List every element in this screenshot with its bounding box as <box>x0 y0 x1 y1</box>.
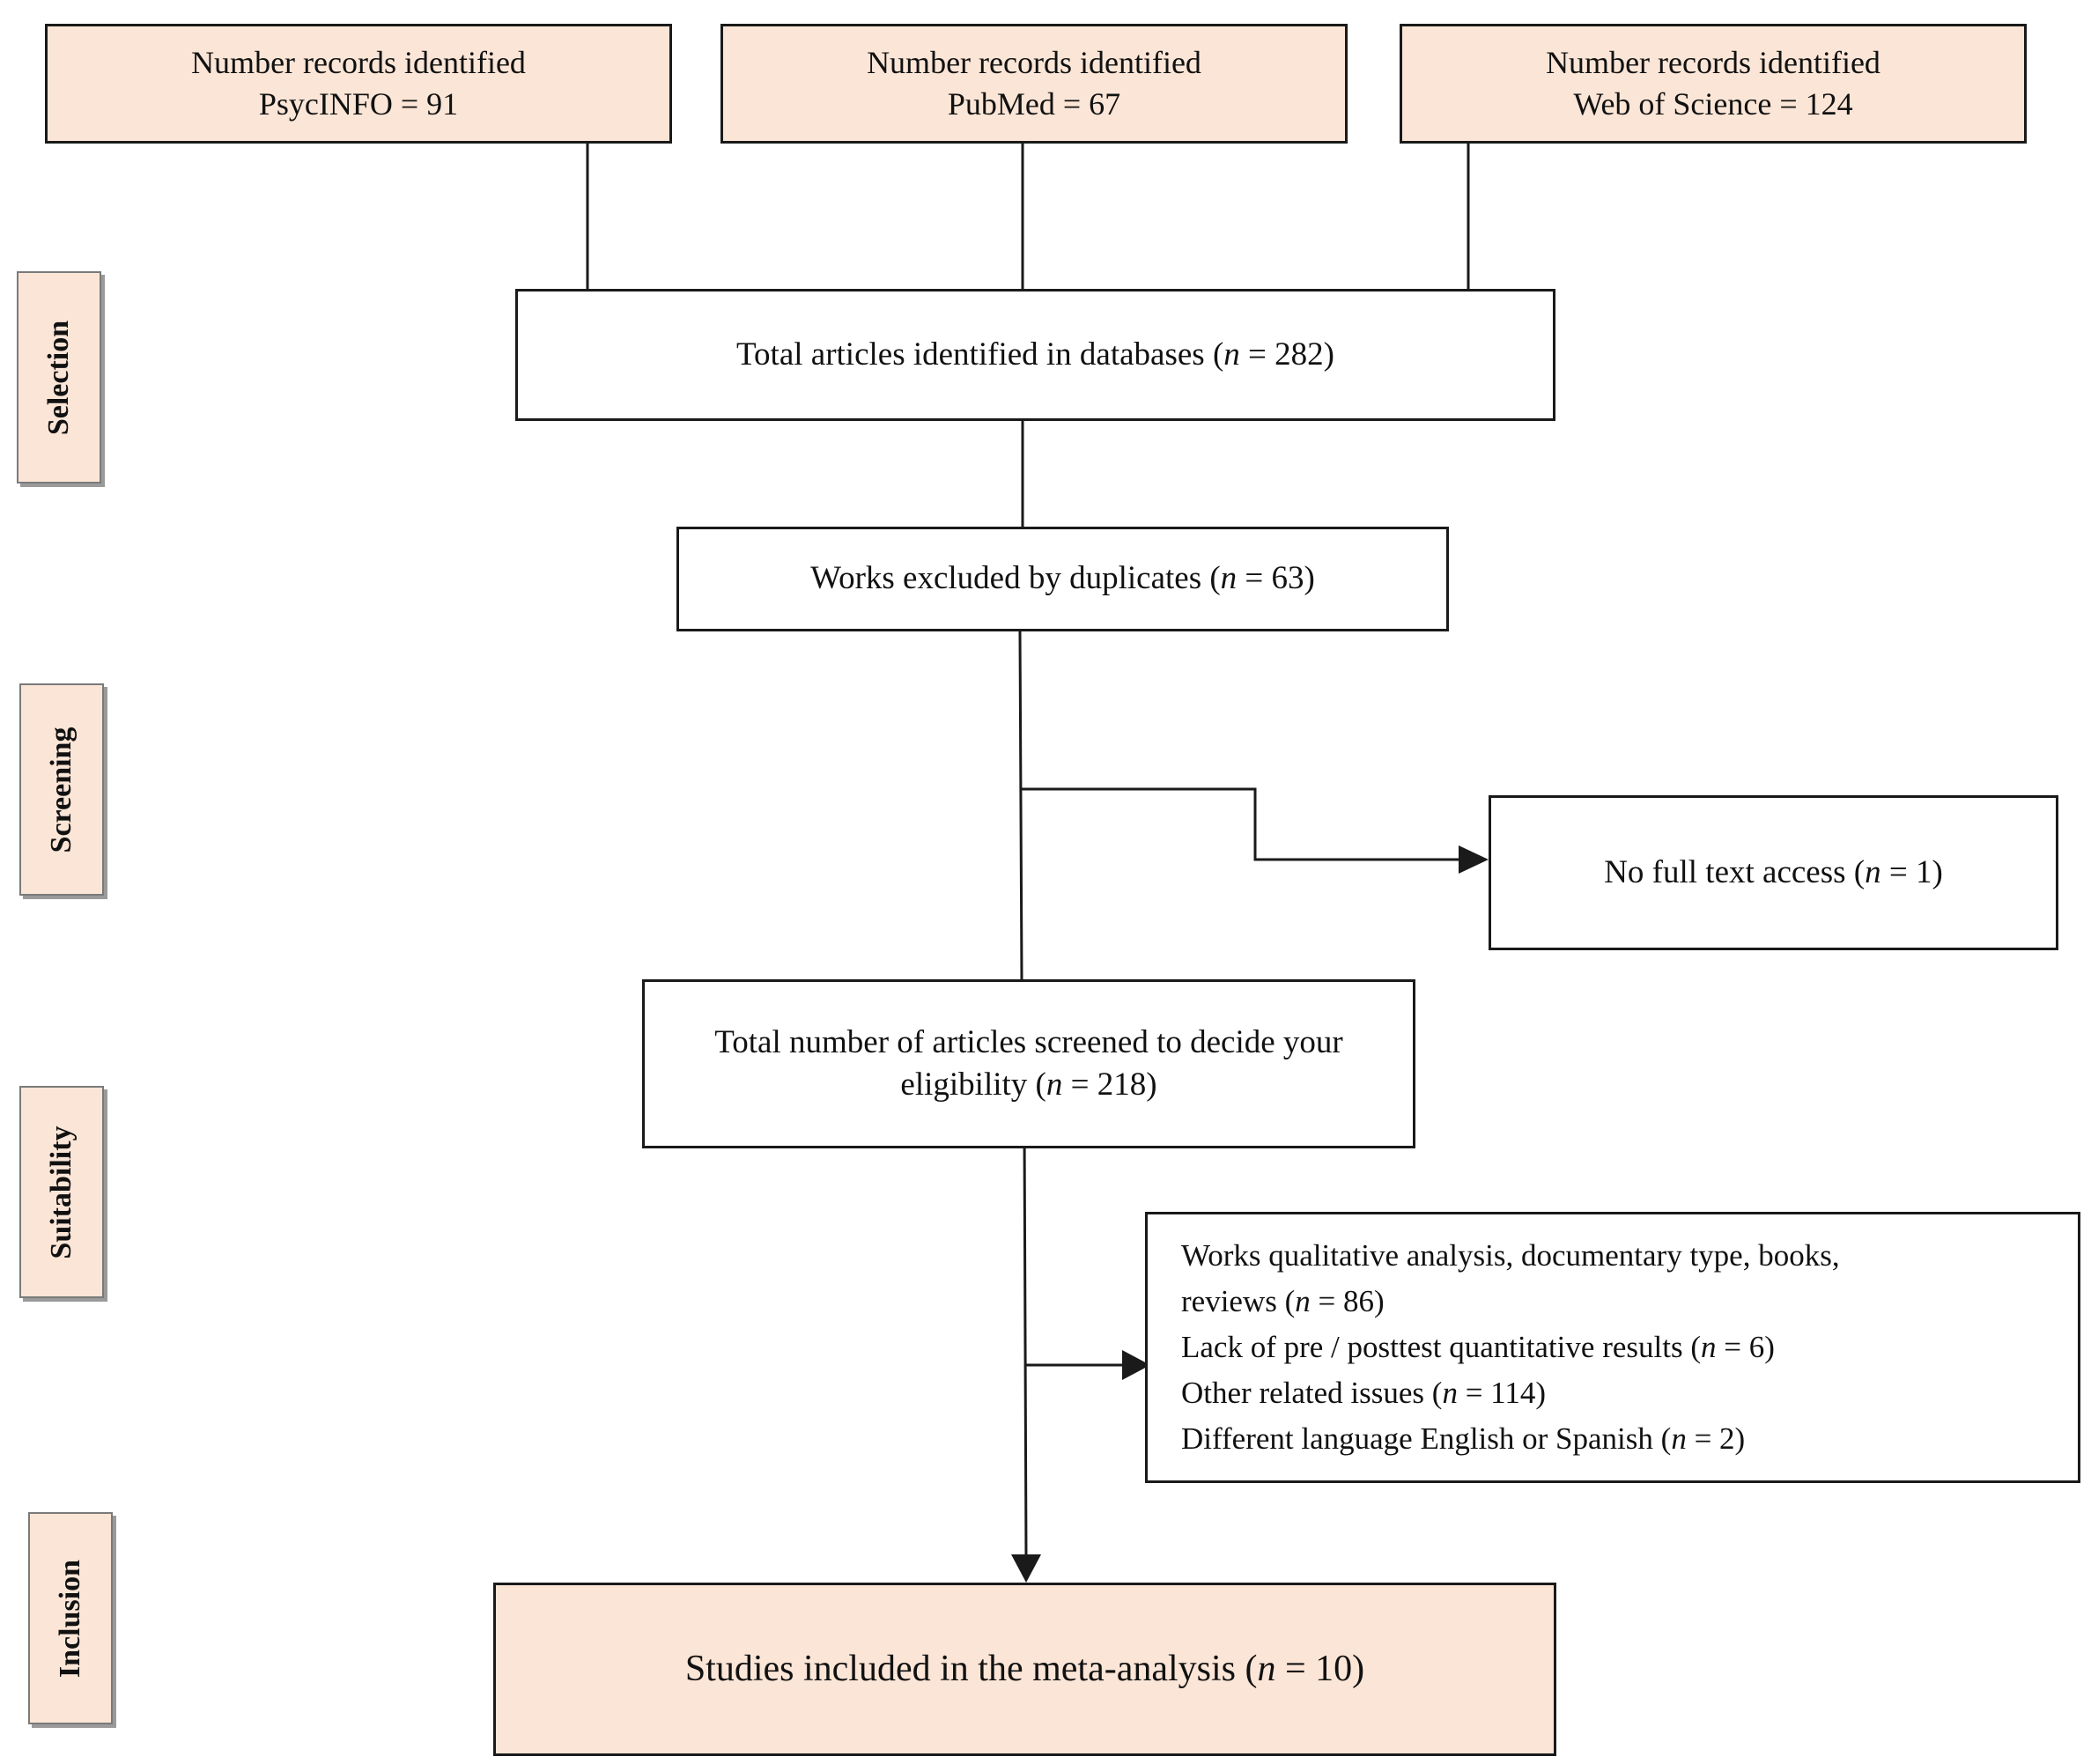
source-count: PsycINFO = 91 <box>258 86 459 122</box>
total-identified-text: Total articles identified in databases (… <box>736 336 1334 373</box>
stage-label: Screening <box>45 727 78 852</box>
no-full-text-box: No full text access (n = 1) <box>1489 795 2058 950</box>
stage-screening: Screening <box>19 683 104 896</box>
source-label: Number records identified <box>867 45 1201 81</box>
duplicates-text: Works excluded by duplicates (n = 63) <box>810 560 1315 597</box>
source-box-psycinfo: Number records identified PsycINFO = 91 <box>45 24 672 144</box>
stage-inclusion: Inclusion <box>28 1512 113 1724</box>
connector-no-full-text <box>1022 787 1473 861</box>
exclusion-line: reviews (n = 86) <box>1181 1284 1385 1318</box>
included-studies-text: Studies included in the meta-analysis (n… <box>684 1649 1365 1690</box>
stage-label: Suitability <box>45 1125 78 1259</box>
stage-label: Selection <box>42 320 75 435</box>
stage-suitability: Suitability <box>19 1086 104 1298</box>
source-count: Web of Science = 124 <box>1573 86 1853 122</box>
stage-label: Inclusion <box>54 1559 86 1678</box>
total-identified-box: Total articles identified in databases (… <box>515 289 1555 421</box>
exclusion-line: Different language English or Spanish (n… <box>1181 1421 1746 1456</box>
source-label: Number records identified <box>191 45 526 81</box>
exclusions-box: Works qualitative analysis, documentary … <box>1145 1212 2080 1483</box>
screened-line-1: Total number of articles screened to dec… <box>714 1023 1343 1060</box>
source-label: Number records identified <box>1546 45 1880 81</box>
connector-screened-to-included <box>1023 1129 1028 1560</box>
screened-line-2: eligibility (n = 218) <box>900 1067 1157 1103</box>
connector-duplicates-to-screened <box>1018 631 1023 980</box>
included-studies-box: Studies included in the meta-analysis (n… <box>493 1583 1556 1756</box>
no-full-text-text: No full text access (n = 1) <box>1604 853 1943 890</box>
arrowhead-no-full-text <box>1459 845 1489 874</box>
exclusion-line: Works qualitative analysis, documentary … <box>1181 1238 1840 1273</box>
source-count: PubMed = 67 <box>947 86 1121 122</box>
exclusion-line: Lack of pre / posttest quantitative resu… <box>1181 1330 1775 1364</box>
arrowhead-exclusions <box>1122 1350 1150 1380</box>
stage-selection: Selection <box>17 271 101 483</box>
source-box-web-of-science: Number records identified Web of Science… <box>1400 24 2027 144</box>
source-box-pubmed: Number records identified PubMed = 67 <box>720 24 1348 144</box>
exclusion-line: Other related issues (n = 114) <box>1181 1376 1547 1410</box>
duplicates-box: Works excluded by duplicates (n = 63) <box>676 527 1449 631</box>
arrowhead-included <box>1011 1554 1041 1583</box>
screened-box: Total number of articles screened to dec… <box>642 979 1415 1148</box>
